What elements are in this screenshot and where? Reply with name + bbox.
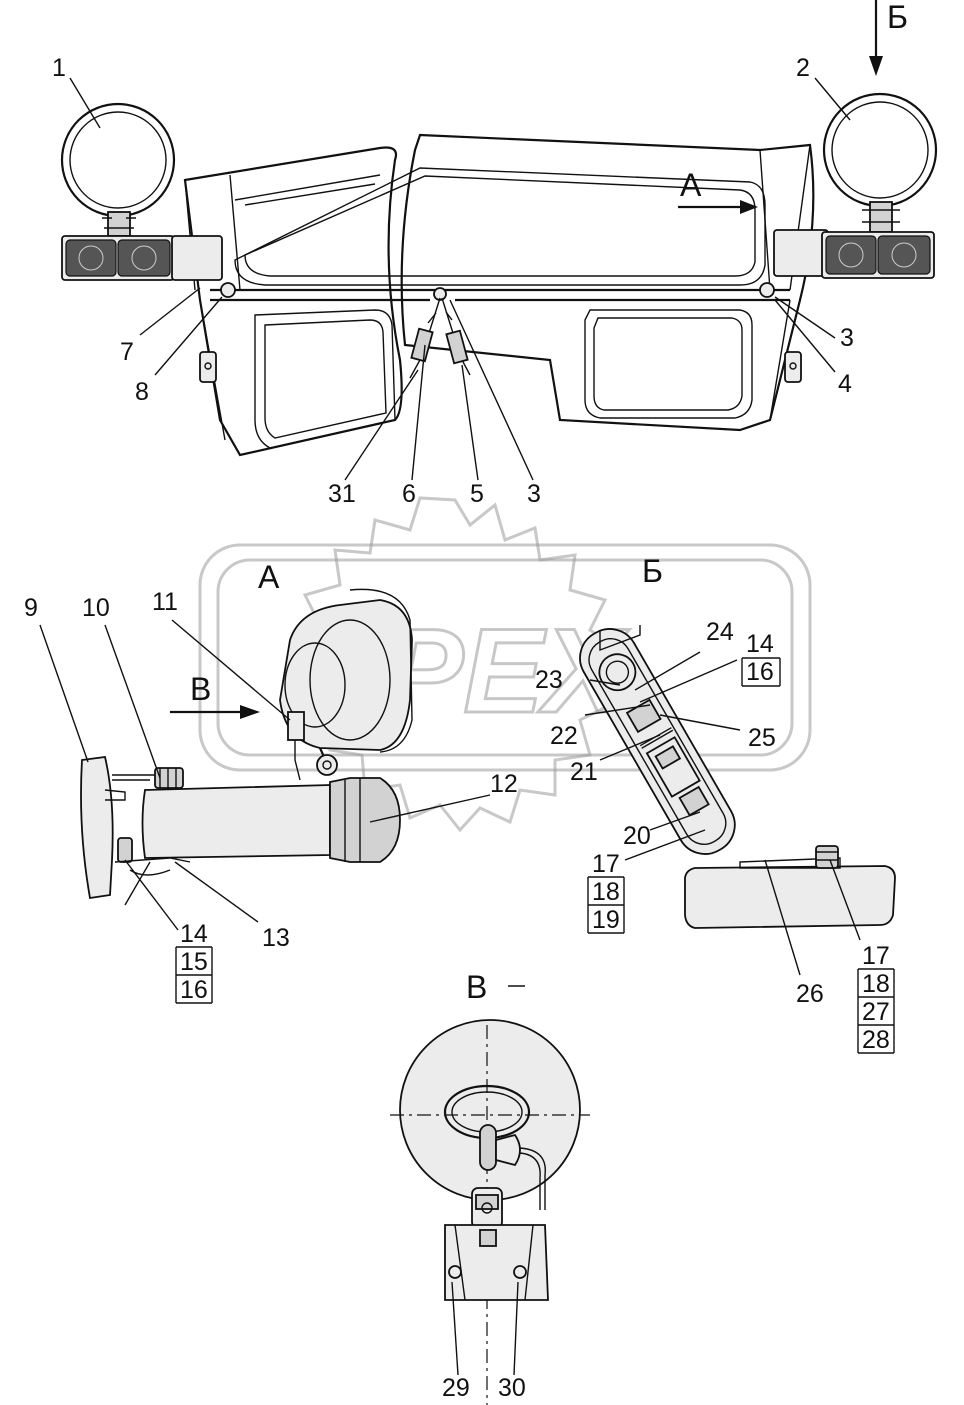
callout-30: 30: [498, 1374, 526, 1402]
side-marker-body: [684, 865, 896, 929]
lamp-plug: [479, 1124, 497, 1171]
lamp-mount-plate: [444, 1224, 549, 1301]
callout-3b: 3: [527, 480, 541, 508]
cab-roof-right-shell: [400, 133, 815, 432]
callout-23: 23: [535, 666, 563, 694]
callout-28: 28: [862, 1026, 890, 1054]
callout-18b: 18: [862, 970, 890, 998]
lamp-detail-view-v: [390, 1019, 590, 1405]
lamp-rear-disc: [399, 1019, 581, 1201]
callout-18a: 18: [592, 878, 620, 906]
callout-31: 31: [328, 480, 356, 508]
side-marker-mount-assembly: [579, 625, 896, 976]
callout-12: 12: [490, 770, 518, 798]
marker-lamp-left: [61, 235, 223, 281]
callout-24: 24: [706, 618, 734, 646]
callout-11: 11: [152, 588, 178, 616]
view-arrow-a: [678, 200, 758, 214]
callout-25: 25: [748, 724, 776, 752]
cab-crossbar: [210, 288, 790, 302]
callout-8: 8: [135, 378, 149, 406]
callout-9: 9: [24, 594, 38, 622]
cab-lower-window-left: [254, 309, 396, 449]
callout-15: 15: [180, 948, 208, 976]
callout-5: 5: [470, 480, 484, 508]
callout-16b: 16: [746, 658, 774, 686]
cab-windshield: [234, 167, 766, 286]
view-label-v: В: [466, 969, 487, 1005]
grommet-right: [759, 282, 775, 298]
watermark-frame-inner: [216, 558, 794, 757]
view-arrow-v: [170, 705, 260, 719]
callout-3: 3: [840, 324, 854, 352]
cab-roof-left-shell: [183, 146, 403, 457]
cab-roof-view: [60, 0, 938, 481]
callout-17a: 17: [592, 850, 620, 878]
watermark-gear: [292, 496, 623, 833]
view-label-v-arrow: В: [190, 671, 211, 707]
connector-left: [410, 327, 434, 363]
grommet-left: [220, 282, 236, 298]
callout-20: 20: [623, 822, 651, 850]
view-label-a: А: [258, 559, 280, 595]
view-label-b: Б: [642, 553, 663, 589]
callout-21: 21: [570, 758, 598, 786]
mount-tube: [141, 784, 331, 859]
view-arrow-b: [869, 0, 883, 76]
callout-14a: 14: [180, 920, 208, 948]
lamp-mount-assembly: [39, 588, 491, 931]
work-lamp-right: [822, 92, 938, 233]
callout-2: 2: [796, 54, 810, 82]
connector-right: [445, 329, 469, 365]
work-lamp-left: [60, 102, 176, 237]
callout-box-17-18-27-28: [857, 968, 895, 1054]
view-label-b-top: Б: [887, 0, 908, 35]
view-label-a-top: А: [680, 167, 702, 203]
bracket-left: [199, 351, 217, 383]
watermark-frame-outer: [198, 543, 812, 772]
bracket-right: [784, 351, 802, 383]
callout-29: 29: [442, 1374, 470, 1402]
callout-box-14-16: [741, 657, 781, 687]
callout-box-17-18-19: [587, 876, 625, 934]
callout-14b: 14: [746, 630, 774, 658]
callout-17b: 17: [862, 942, 890, 970]
callout-27: 27: [862, 998, 890, 1026]
callout-labels: Б А А Б В В 1 2 3 4 7 8 31 6 5 3 9 10 11…: [24, 0, 908, 1402]
marker-lamp-right: [773, 229, 935, 279]
callout-16a: 16: [180, 976, 208, 1004]
callout-13: 13: [262, 924, 290, 952]
callout-4: 4: [838, 370, 852, 398]
callout-22: 22: [550, 722, 578, 750]
mount-plate: [80, 756, 114, 900]
callout-10: 10: [82, 594, 110, 622]
callout-1: 1: [52, 54, 66, 82]
cab-lower-window-right: [584, 309, 753, 419]
callout-6: 6: [402, 480, 416, 508]
callout-26: 26: [796, 980, 824, 1008]
leaders-top: [69, 77, 851, 481]
callout-box-14-15-16: [175, 946, 213, 1004]
callout-7: 7: [120, 338, 134, 366]
callout-19: 19: [592, 906, 620, 934]
